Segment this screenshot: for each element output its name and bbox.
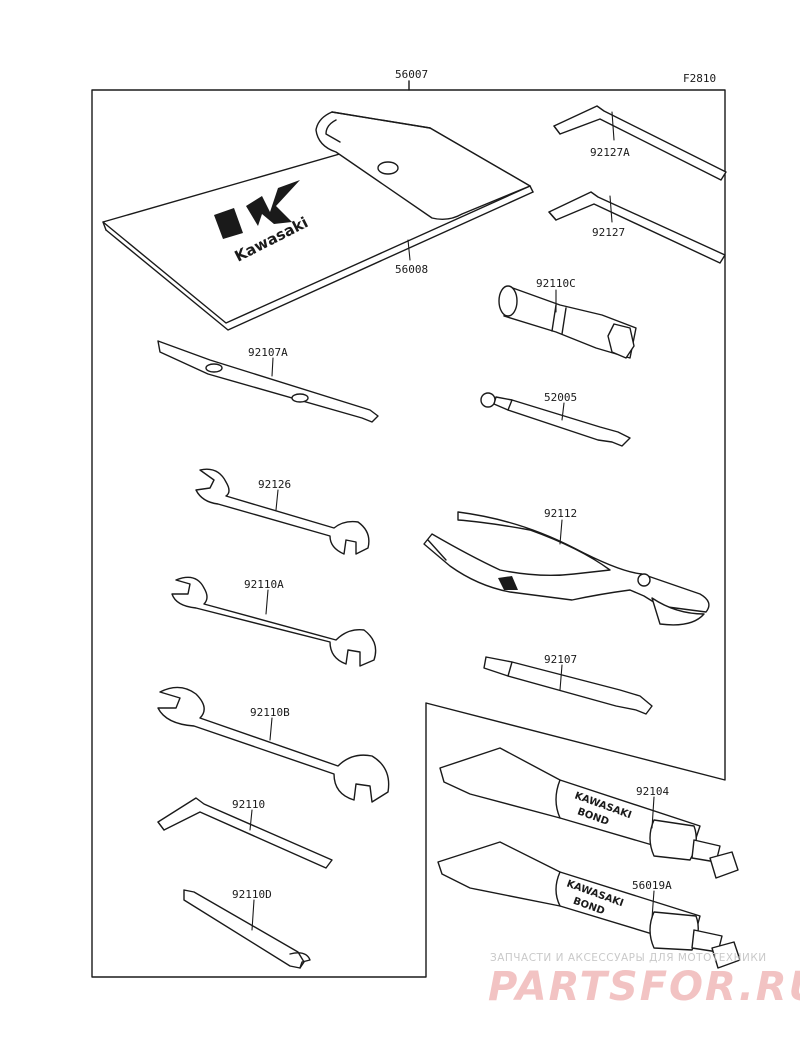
label-92107: 92107 xyxy=(544,653,577,666)
label-92126: 92126 xyxy=(258,478,291,491)
label-92127: 92127 xyxy=(592,226,625,239)
bond-tube-image: KAWASAKI BOND xyxy=(437,841,741,969)
hex-key-small-image xyxy=(157,797,333,869)
screwdriver-bit-image xyxy=(483,656,653,715)
frame xyxy=(91,80,726,978)
label-92107A: 92107A xyxy=(248,346,288,359)
screwdriver-double-image xyxy=(157,340,379,423)
label-92110D: 92110D xyxy=(232,888,272,901)
label-92104: 92104 xyxy=(636,785,669,798)
figure-code: F2810 xyxy=(683,72,716,85)
label-52005: 52005 xyxy=(544,391,577,404)
label-92127A: 92127A xyxy=(590,146,630,159)
pliers-image xyxy=(423,511,710,626)
hex-key-medium-image xyxy=(548,191,726,264)
label-92110A: 92110A xyxy=(244,578,284,591)
spark-plug-socket-image xyxy=(498,285,637,359)
leader-lines xyxy=(249,111,655,931)
label-92110B: 92110B xyxy=(250,706,290,719)
screwdriver-handle-image xyxy=(480,392,631,447)
label-56008: 56008 xyxy=(395,263,428,276)
hex-key-large-image xyxy=(553,105,727,181)
wrench-medium-image xyxy=(171,576,377,667)
spoke-tool-image xyxy=(183,889,311,969)
watermark-tagline: ЗАПЧАСТИ И АКСЕССУАРЫ ДЛЯ МОТОТЕХНИКИ xyxy=(490,952,767,964)
wrench-small-image xyxy=(195,468,370,555)
set-label: 56007 xyxy=(395,68,428,81)
watermark-brand: PARTSFOR.RU xyxy=(488,964,800,1010)
part-labels: 92127A 92127 56008 92110C 92107A 52005 9… xyxy=(232,146,672,901)
wrench-large-image xyxy=(157,686,390,803)
watermark: ЗАПЧАСТИ И АКСЕССУАРЫ ДЛЯ МОТОТЕХНИКИ PA… xyxy=(488,952,800,1010)
label-92110: 92110 xyxy=(232,798,265,811)
label-92112: 92112 xyxy=(544,507,577,520)
pouch-image: Kawasaki xyxy=(102,111,534,331)
label-92110C: 92110C xyxy=(536,277,576,290)
label-56019A: 56019A xyxy=(632,879,672,892)
